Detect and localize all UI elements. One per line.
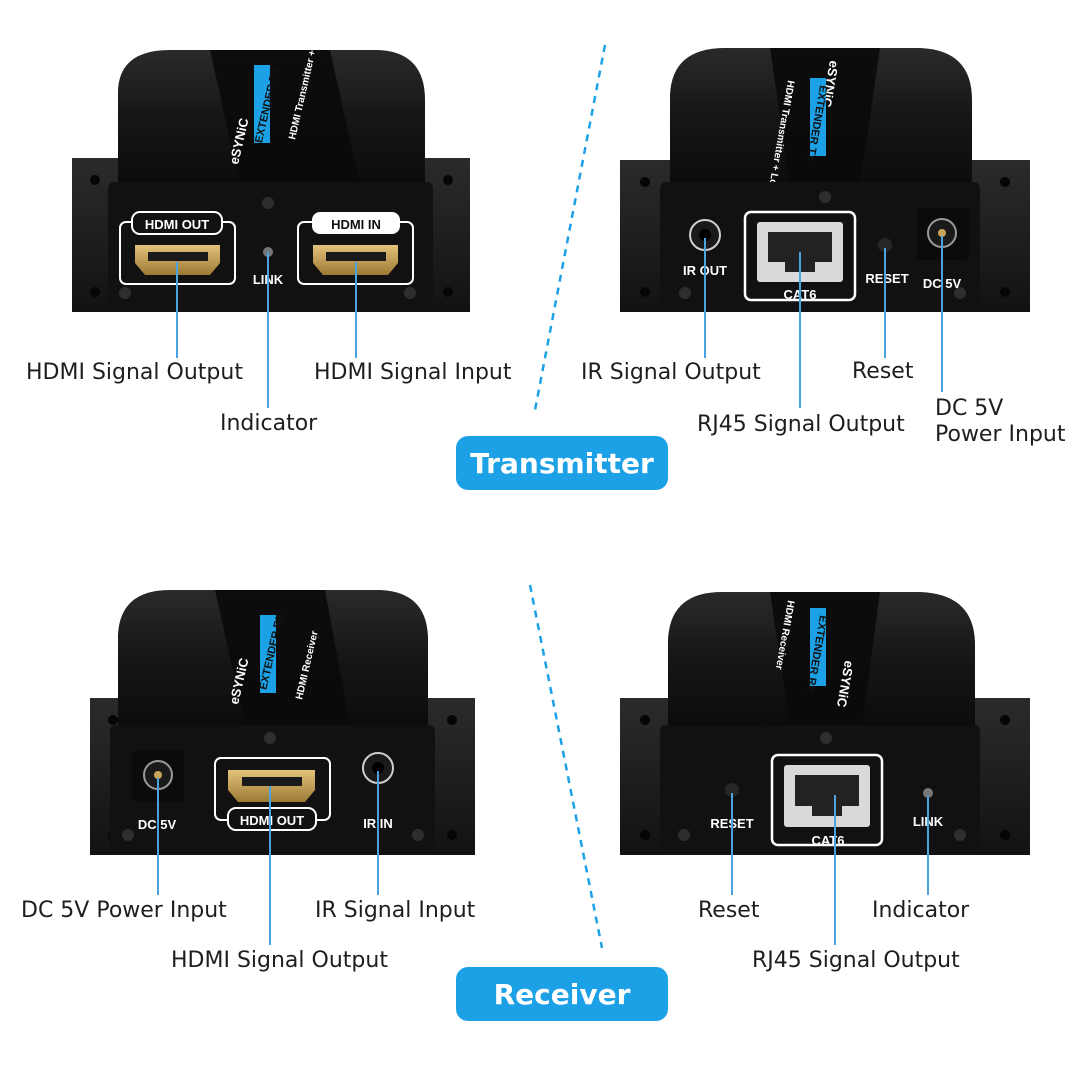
rx-port-hdmi-out: HDMI OUT bbox=[240, 813, 304, 828]
tx-back-device: eSYNiC EXTENDER TX HDMI Transmitter + Lo… bbox=[620, 48, 1030, 312]
tx-hdmi-in-socket bbox=[326, 252, 386, 261]
screw bbox=[264, 732, 276, 744]
tx-label-ir-output: IR Signal Output bbox=[581, 360, 761, 385]
rx-reset-button bbox=[725, 783, 739, 797]
tx-port-hdmi-out: HDMI OUT bbox=[145, 217, 209, 232]
tx-port-reset: RESET bbox=[865, 271, 908, 286]
tx-reset-button bbox=[878, 238, 892, 252]
screw bbox=[679, 287, 691, 299]
receiver-badge: Receiver bbox=[456, 967, 668, 1021]
tx-port-hdmi-in: HDMI IN bbox=[331, 217, 381, 232]
screw bbox=[678, 829, 690, 841]
rx-link-led bbox=[923, 788, 933, 798]
screw bbox=[819, 191, 831, 203]
rx-label-ir-input: IR Signal Input bbox=[315, 898, 476, 923]
mount-hole bbox=[640, 177, 650, 187]
rx-front-device: eSYNiC EXTENDER RX HDMI Receiver DC 5V H… bbox=[90, 590, 475, 855]
mount-hole bbox=[1000, 715, 1010, 725]
mount-hole bbox=[108, 715, 118, 725]
rx-back-device: eSYNiC EXTENDER RX HDMI Receiver RESET C… bbox=[620, 592, 1030, 855]
tx-label-rj45: RJ45 Signal Output bbox=[697, 412, 905, 437]
tx-label-dc-line1: DC 5V bbox=[935, 396, 1004, 421]
screw bbox=[122, 829, 134, 841]
rx-label-reset: Reset bbox=[698, 898, 760, 923]
mount-hole bbox=[443, 175, 453, 185]
screw bbox=[262, 197, 274, 209]
mount-hole bbox=[1000, 830, 1010, 840]
divider-bottom bbox=[528, 584, 604, 949]
rx-label-hdmi-output: HDMI Signal Output bbox=[171, 948, 388, 973]
rx-back-model-tag-bg bbox=[810, 608, 826, 686]
screw bbox=[954, 287, 966, 299]
rx-label-indicator: Indicator bbox=[872, 898, 970, 923]
mount-hole bbox=[640, 830, 650, 840]
mount-hole bbox=[640, 715, 650, 725]
rx-label-rj45: RJ45 Signal Output bbox=[752, 948, 960, 973]
screw bbox=[119, 287, 131, 299]
tx-label-hdmi-output: HDMI Signal Output bbox=[26, 360, 243, 385]
mount-hole bbox=[447, 715, 457, 725]
mount-hole bbox=[1000, 287, 1010, 297]
mount-hole bbox=[90, 175, 100, 185]
tx-label-reset: Reset bbox=[852, 359, 914, 384]
rx-label-dc-power: DC 5V Power Input bbox=[21, 898, 227, 923]
rx-model-tag-bg bbox=[260, 615, 276, 693]
mount-hole bbox=[1000, 177, 1010, 187]
tx-label-indicator: Indicator bbox=[220, 411, 318, 436]
screw bbox=[954, 829, 966, 841]
rx-hdmi-out-socket bbox=[242, 777, 302, 786]
mount-hole bbox=[447, 830, 457, 840]
tx-hdmi-out-socket bbox=[148, 252, 208, 261]
rx-port-cat6: CAT6 bbox=[812, 833, 845, 848]
mount-hole bbox=[640, 287, 650, 297]
tx-label-hdmi-input: HDMI Signal Input bbox=[314, 360, 512, 385]
screw bbox=[404, 287, 416, 299]
tx-model-tag-bg bbox=[254, 65, 270, 143]
divider-top bbox=[533, 44, 607, 411]
tx-label-dc-line2: Power Input bbox=[935, 422, 1066, 447]
screw bbox=[820, 732, 832, 744]
screw bbox=[412, 829, 424, 841]
tx-front-device: eSYNiC EXTENDER TX HDMI Transmitter + Lo… bbox=[72, 23, 470, 312]
tx-back-model-tag-bg bbox=[810, 78, 826, 156]
transmitter-badge: Transmitter bbox=[456, 436, 668, 490]
mount-hole bbox=[443, 287, 453, 297]
mount-hole bbox=[90, 287, 100, 297]
